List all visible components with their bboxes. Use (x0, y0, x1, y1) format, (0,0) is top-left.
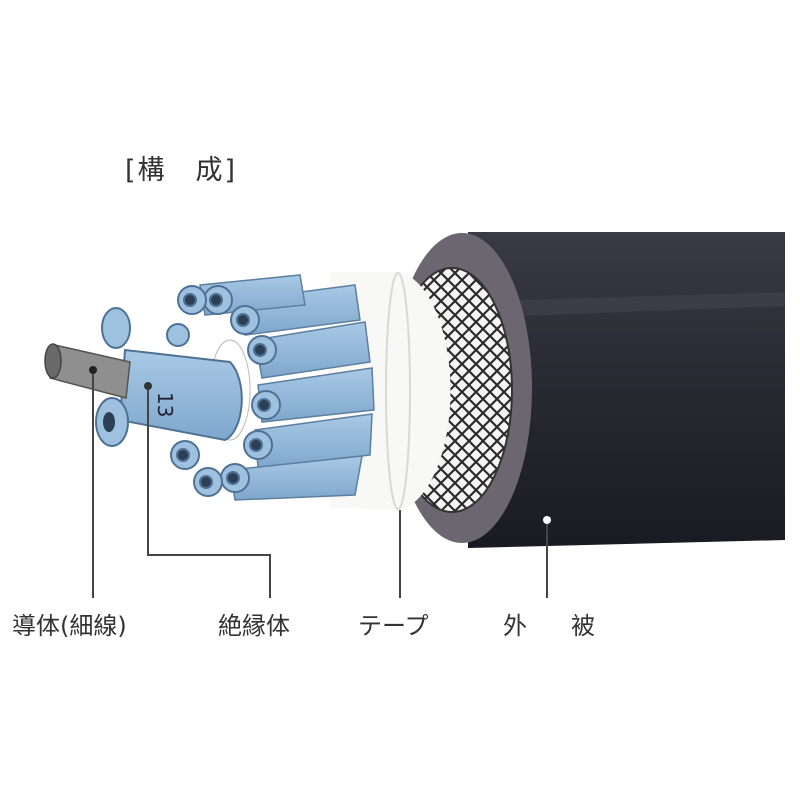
label-insulator: 絶縁体 (218, 612, 290, 640)
marked-core (118, 348, 243, 442)
label-tape: テープ (358, 612, 429, 640)
insulator-leader (147, 390, 271, 598)
core-marking: 13 (153, 392, 177, 417)
sheath-highlight (520, 292, 785, 316)
insulated-cores (199, 274, 375, 501)
conductor-pointer-dot (89, 366, 97, 374)
tape-edge (385, 272, 411, 510)
label-conductor: 導体(細線) (12, 612, 127, 640)
insulator-pointer-dot (144, 382, 152, 390)
section-title: [構 成] (125, 155, 238, 186)
label-sheath: 外 被 (503, 612, 605, 640)
core-ends (166, 285, 281, 497)
leader-lines (92, 374, 548, 598)
sheath-pointer-dot (543, 516, 551, 524)
